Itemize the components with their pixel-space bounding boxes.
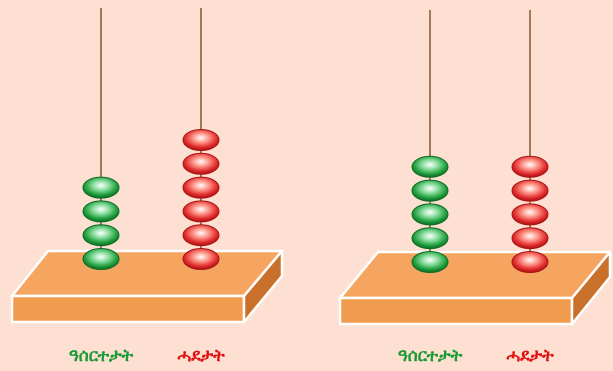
ones-bead xyxy=(182,248,220,270)
ones-bead xyxy=(511,155,549,178)
ones-bead xyxy=(182,200,220,223)
ones-bead xyxy=(511,179,549,202)
ones-label: ሓደታት xyxy=(506,346,554,366)
ones-bead xyxy=(511,251,549,273)
base-front-face xyxy=(338,296,574,326)
tens-bead xyxy=(82,176,120,199)
base-top-face xyxy=(338,250,612,300)
base-side-face xyxy=(570,250,612,326)
ones-bead xyxy=(182,129,220,151)
ones-bead xyxy=(182,176,220,199)
base-top-face xyxy=(10,249,284,298)
ones-beads xyxy=(182,129,220,270)
tens-beads xyxy=(411,155,449,273)
tens-label: ዓሰርተታት xyxy=(69,346,134,366)
tens-bead xyxy=(411,203,449,226)
ones-beads xyxy=(511,155,549,273)
abacus-2-base xyxy=(338,250,612,326)
tens-bead xyxy=(411,179,449,202)
tens-label: ዓሰርተታት xyxy=(398,346,463,366)
ones-label: ሓደታት xyxy=(177,346,225,366)
tens-bead xyxy=(82,224,120,247)
base-front-face xyxy=(10,294,246,324)
abacus-1: ዓሰርተታት ሓደታት xyxy=(10,8,284,366)
tens-bead xyxy=(411,155,449,178)
tens-bead xyxy=(411,251,449,273)
tens-bead xyxy=(82,200,120,223)
tens-bead xyxy=(82,248,120,270)
abacus-2: ዓሰርተታት ሓደታት xyxy=(338,10,612,366)
ones-bead xyxy=(182,152,220,175)
base-side-face xyxy=(242,249,284,324)
tens-beads xyxy=(82,176,120,270)
abacus-1-base xyxy=(10,249,284,324)
ones-bead xyxy=(182,224,220,247)
ones-bead xyxy=(511,227,549,250)
tens-bead xyxy=(411,227,449,250)
ones-bead xyxy=(511,203,549,226)
